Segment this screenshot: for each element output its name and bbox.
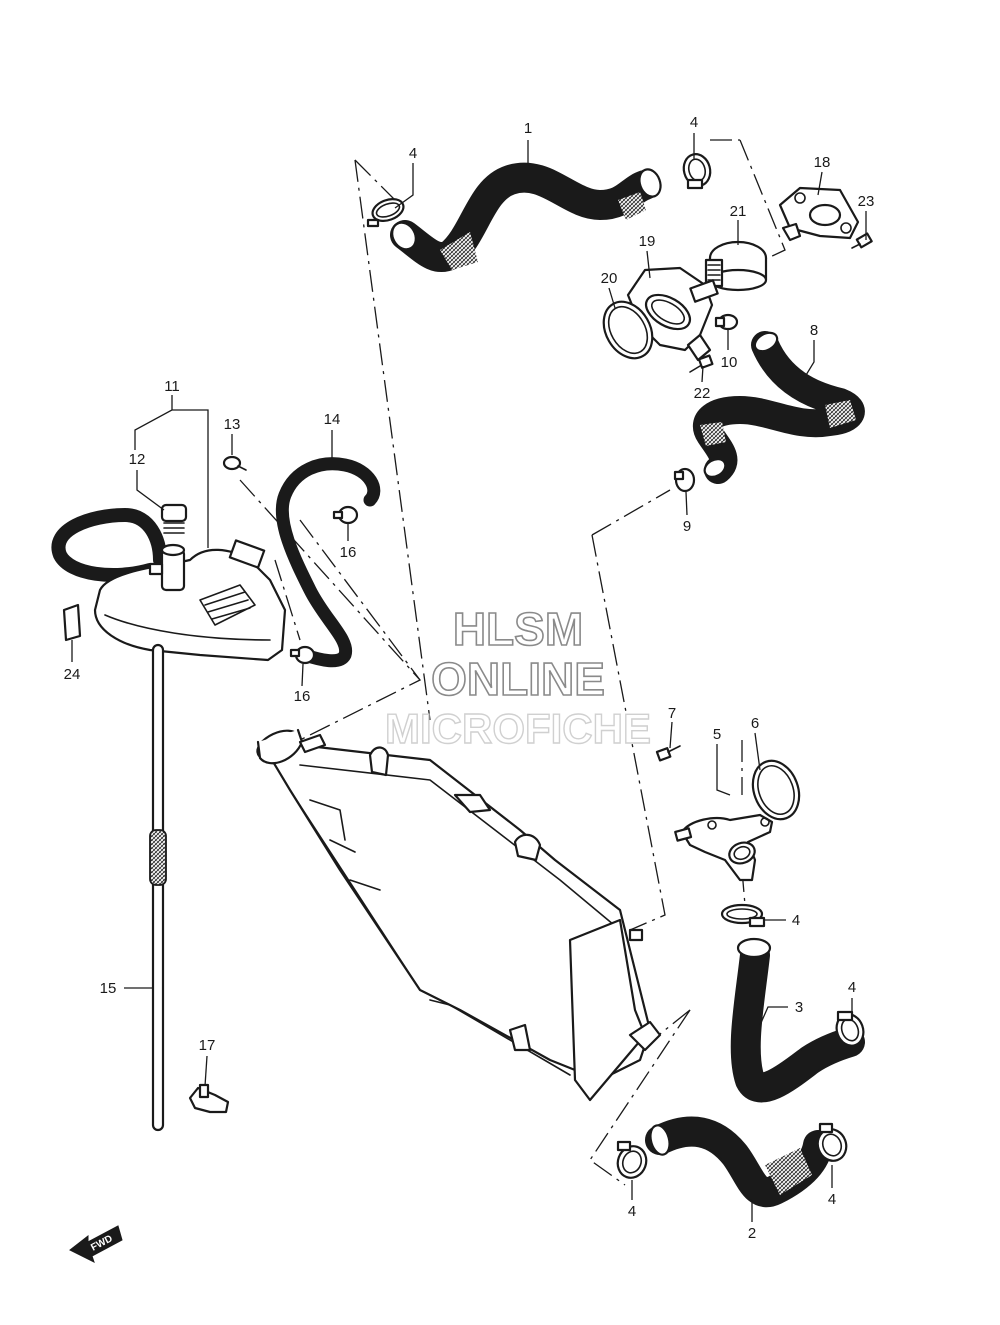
water-outlet-5 xyxy=(674,813,774,882)
callout-22: 22 xyxy=(694,385,711,402)
o-ring-gasket-6 xyxy=(751,759,801,821)
lower-hose-2 xyxy=(645,1116,833,1208)
bolt-7 xyxy=(655,745,681,762)
callout-4-f: 4 xyxy=(828,1191,836,1208)
radiator-cap xyxy=(256,728,327,765)
reservoir-cap-12 xyxy=(160,503,188,534)
callout-19: 19 xyxy=(639,233,656,250)
lower-hose-3 xyxy=(730,937,865,1103)
callout-4-a: 4 xyxy=(409,145,417,162)
callout-3: 3 xyxy=(795,999,803,1016)
upper-radiator-hose-1 xyxy=(390,162,662,272)
bolt-13 xyxy=(222,455,247,471)
callout-2: 2 xyxy=(748,1225,756,1242)
thermostat-21 xyxy=(704,240,768,292)
callout-21: 21 xyxy=(730,203,747,220)
callout-14: 14 xyxy=(324,411,341,428)
hose-clamp-4-f xyxy=(816,1122,848,1162)
watermark-line-3: MICROFICHE xyxy=(385,705,651,752)
label-decal-24 xyxy=(62,603,82,642)
water-hose-8 xyxy=(693,331,865,484)
callout-17: 17 xyxy=(199,1037,216,1054)
hose-clamp-4-b xyxy=(682,153,712,190)
clamp-16-a xyxy=(332,505,359,525)
callout-4-e: 4 xyxy=(628,1203,636,1220)
callout-10: 10 xyxy=(721,354,738,371)
watermark-line-1: HLSM xyxy=(453,603,583,655)
callout-12: 12 xyxy=(129,451,146,468)
callout-11: 11 xyxy=(164,378,180,395)
callout-23: 23 xyxy=(858,193,875,210)
watermark: HLSM ONLINE MICROFICHE xyxy=(384,602,651,753)
callout-16-a: 16 xyxy=(340,544,357,561)
hose-clamp-4-e xyxy=(616,1140,648,1179)
clip-10 xyxy=(714,313,739,331)
callout-9: 9 xyxy=(683,518,691,535)
callout-13: 13 xyxy=(224,416,241,433)
hose-clamp-4-d xyxy=(835,1010,865,1047)
callout-16-b: 16 xyxy=(294,688,311,705)
callout-1: 1 xyxy=(524,120,532,137)
forward-arrow-icon: FWD xyxy=(69,1225,123,1263)
callout-15: 15 xyxy=(100,980,117,997)
callout-8: 8 xyxy=(810,322,818,339)
callout-24: 24 xyxy=(64,666,81,683)
callout-18: 18 xyxy=(814,154,831,171)
callout-4-b: 4 xyxy=(690,114,698,131)
hose-clamp-4-a xyxy=(366,198,405,228)
drain-hose-15 xyxy=(149,643,167,1132)
callout-7: 7 xyxy=(668,705,676,722)
callout-4-d: 4 xyxy=(848,979,856,996)
bolt-23 xyxy=(851,232,873,249)
reservoir-hose-loop xyxy=(51,508,167,582)
hose-clamp-4-c xyxy=(720,903,766,928)
bolt-22 xyxy=(689,354,714,373)
thermostat-cover-18 xyxy=(778,186,860,242)
clamp-17 xyxy=(188,1083,230,1114)
callout-6: 6 xyxy=(751,715,759,732)
callout-20: 20 xyxy=(601,270,618,287)
watermark-line-2: ONLINE xyxy=(431,653,605,705)
reservoir-tank-11 xyxy=(93,539,287,662)
gasket-20 xyxy=(602,300,654,360)
overflow-hose-14 xyxy=(275,457,381,668)
clamp-16-b xyxy=(289,645,316,665)
reference-lines xyxy=(239,139,786,1186)
callout-5: 5 xyxy=(713,726,721,743)
radiator-assembly xyxy=(270,743,662,1102)
callout-leaders xyxy=(71,133,867,1222)
callout-4-c: 4 xyxy=(792,912,800,929)
clip-9 xyxy=(673,467,696,493)
callout-labels: 1 4 4 18 23 21 19 20 8 10 22 9 11 12 13 … xyxy=(64,114,875,1242)
